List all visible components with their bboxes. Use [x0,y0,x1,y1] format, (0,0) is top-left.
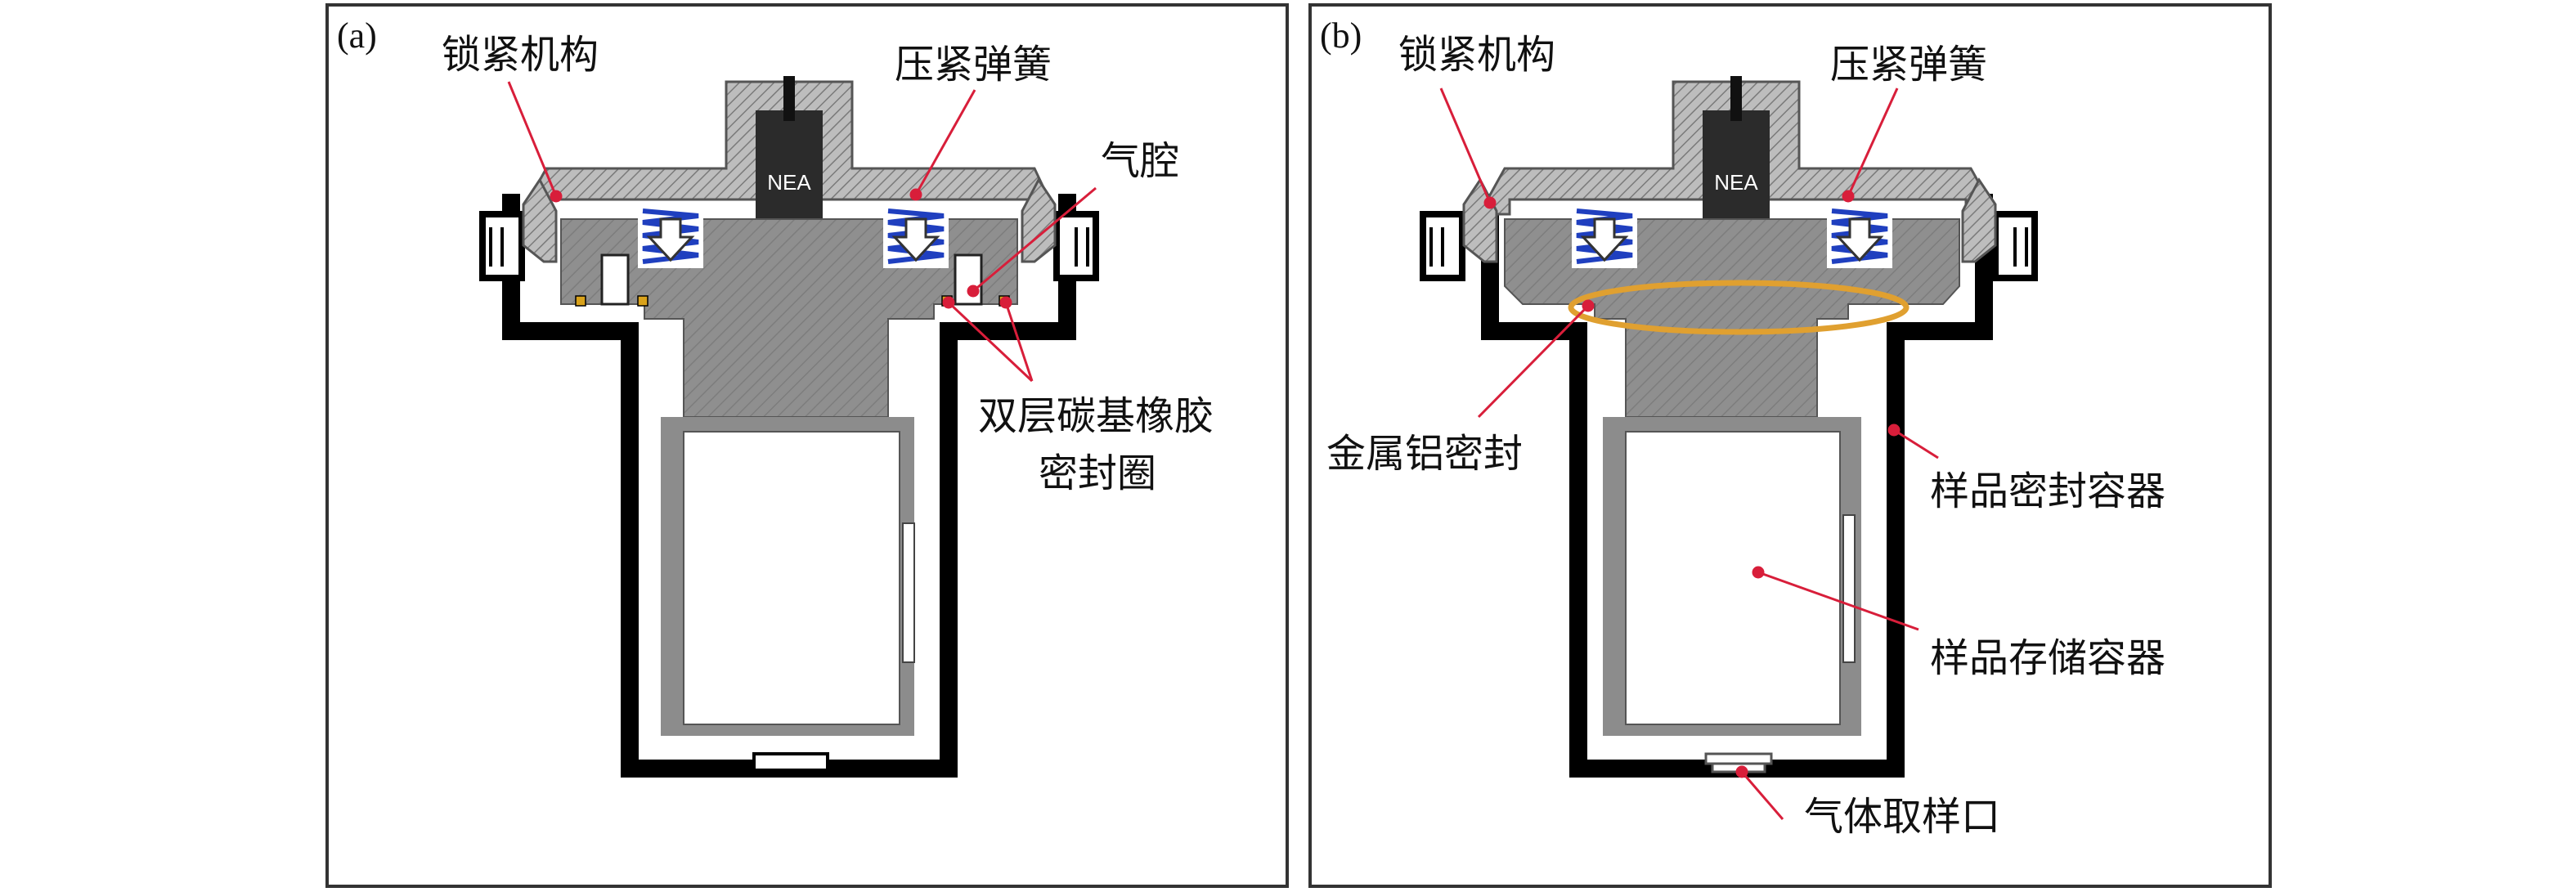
panel-a-tag: (a) [337,16,377,56]
spring-right [883,201,949,268]
panel-b-device: NEA [1420,76,2038,778]
label-oring-line2: 密封圈 [1039,450,1157,496]
spring-left [638,201,703,268]
oring [637,295,648,307]
nea-text: NEA [767,170,811,195]
label-spring-b: 压紧弹簧 [1830,42,1988,87]
metal-seal-ellipse [1568,280,1910,335]
spring-left [1572,201,1637,268]
label-oring-line1: 双层碳基橡胶 [978,393,1214,439]
label-gas-port: 气体取样口 [1804,794,2001,840]
label-metal-seal: 金属铝密封 [1326,431,1524,477]
label-lock-mechanism-b: 锁紧机构 [1398,32,1556,78]
oring [575,295,586,307]
label-air-cavity: 气腔 [1101,138,1180,184]
spring-right [1827,201,1892,268]
panel-b-leaders [1439,87,1939,820]
panel-a-leaders [507,81,1097,383]
gas-port [1704,752,1773,765]
label-spring-a: 压紧弹簧 [895,42,1052,87]
gas-port [752,752,829,772]
panel-b-tag: (b) [1320,16,1362,56]
storage-inner [1625,431,1841,725]
label-storage-container: 样品存储容器 [1930,635,2166,681]
air-cavity-left [600,253,630,306]
nea-text: NEA [1714,170,1758,195]
panel-a-device: NEA [479,76,1099,778]
label-lock-mechanism-a: 锁紧机构 [442,32,599,78]
storage-inner [683,431,900,725]
air-cavity-right [954,253,983,306]
label-sealed-container: 样品密封容器 [1930,468,2166,514]
